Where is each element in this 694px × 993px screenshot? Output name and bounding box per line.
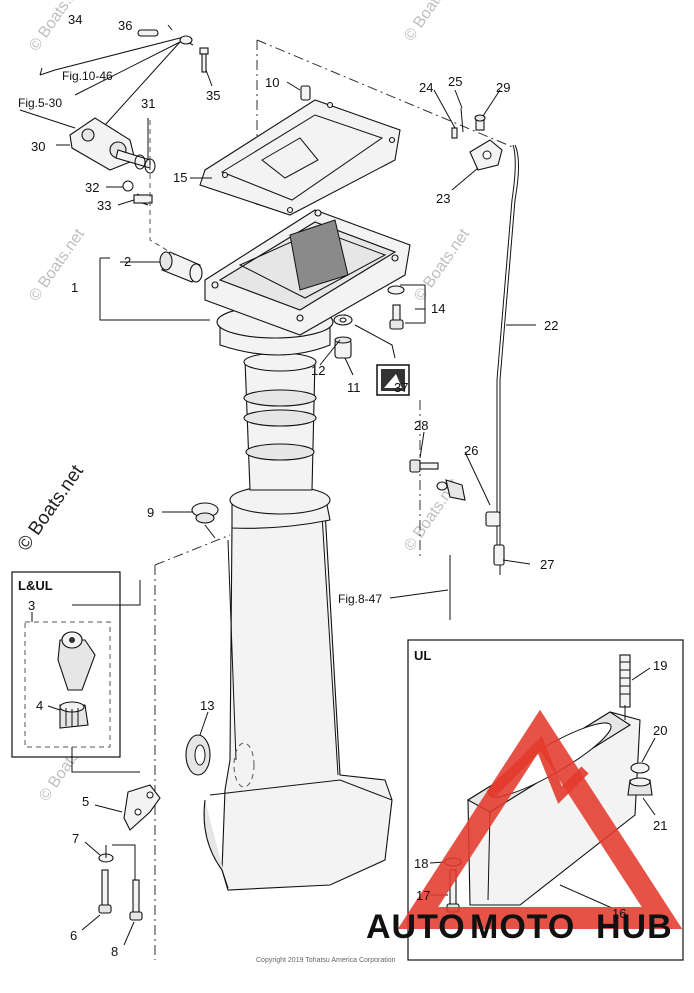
inset-l-ul: L&UL	[11, 571, 141, 773]
callout-labels: 1 2 3 4 5 6 7 8 9 10 11 12 13 14 15 16 1…	[28, 12, 667, 959]
figure-references: Fig.10-46 Fig.5-30 Fig.8-47	[18, 69, 382, 606]
callout-21: 21	[653, 818, 667, 833]
callout-9: 9	[147, 505, 154, 520]
callout-27: 27	[540, 557, 554, 572]
brand-logo: AUTO MOTO HUB	[366, 709, 683, 946]
callout-29: 29	[496, 80, 510, 95]
callout-7: 7	[72, 831, 79, 846]
shift-rod	[39, 29, 194, 126]
callout-26: 26	[464, 443, 478, 458]
watermark-large: © Boats.net	[14, 461, 89, 555]
callout-20: 20	[653, 723, 667, 738]
bolt	[199, 47, 209, 73]
callout-4: 4	[36, 698, 43, 713]
callout-34: 34	[68, 12, 82, 27]
warning-label	[376, 364, 410, 396]
grommet-plug	[191, 502, 219, 524]
callout-36: 36	[118, 18, 132, 33]
fig-ref-8-47: Fig.8-47	[338, 592, 382, 606]
center-line	[154, 534, 231, 566]
callout-19: 19	[653, 658, 667, 673]
callout-31: 31	[141, 96, 155, 111]
o-rings	[122, 154, 156, 206]
bushing	[159, 251, 203, 283]
drive-shaft-housing	[203, 209, 411, 891]
callout-5: 5	[82, 794, 89, 809]
inset-title: UL	[414, 648, 431, 663]
shift-cable	[493, 144, 519, 575]
lower-bracket-hardware	[81, 784, 161, 946]
brand-text-auto: AUTO	[366, 908, 466, 946]
callout-24: 24	[419, 80, 433, 95]
leader-lines	[56, 24, 536, 736]
dowel-pin	[300, 85, 311, 101]
fig-ref-10-46: Fig.10-46	[62, 69, 113, 83]
callout-16: 16	[612, 906, 626, 921]
leader-line	[149, 120, 176, 256]
center-line	[256, 39, 516, 149]
callout-17: 17	[416, 888, 430, 903]
fig-ref-5-30: Fig.5-30	[18, 96, 62, 110]
brand-text-hub: HUB	[596, 908, 673, 946]
watermark: © Boats.net	[26, 0, 88, 54]
bolt-and-washer	[387, 285, 405, 330]
callout-3: 3	[28, 598, 35, 613]
callout-2: 2	[124, 254, 131, 269]
grommet	[185, 734, 211, 776]
callout-28: 28	[414, 418, 428, 433]
callout-15: 15	[173, 170, 187, 185]
callout-10: 10	[265, 75, 279, 90]
callout-22: 22	[544, 318, 558, 333]
watermark: © Boats.net	[26, 226, 88, 305]
watermark: © Boats.net	[411, 226, 473, 305]
callout-14: 14	[431, 301, 445, 316]
callout-35: 35	[206, 88, 220, 103]
callout-1: 1	[71, 280, 78, 295]
callout-25: 25	[448, 74, 462, 89]
callout-32: 32	[85, 180, 99, 195]
callout-6: 6	[70, 928, 77, 943]
callout-12: 12	[311, 363, 325, 378]
callout-33: 33	[97, 198, 111, 213]
washer-and-plug	[333, 314, 353, 359]
copyright: Copyright 2019 Tohatsu America Corporati…	[256, 957, 396, 964]
gasket	[199, 99, 401, 216]
cable-bracket	[451, 107, 503, 171]
callout-11: 11	[347, 380, 361, 395]
callout-23: 23	[436, 191, 450, 206]
callout-8: 8	[111, 944, 118, 959]
callout-37: 37	[394, 380, 408, 395]
shift-lever	[69, 117, 151, 171]
callout-13: 13	[200, 698, 214, 713]
watermark: © Boats.net	[401, 0, 463, 44]
brand-text-moto: MOTO	[470, 908, 575, 946]
callout-18: 18	[414, 856, 428, 871]
bolt-collar	[409, 459, 501, 527]
callout-30: 30	[31, 139, 45, 154]
inset-title: L&UL	[18, 578, 53, 593]
